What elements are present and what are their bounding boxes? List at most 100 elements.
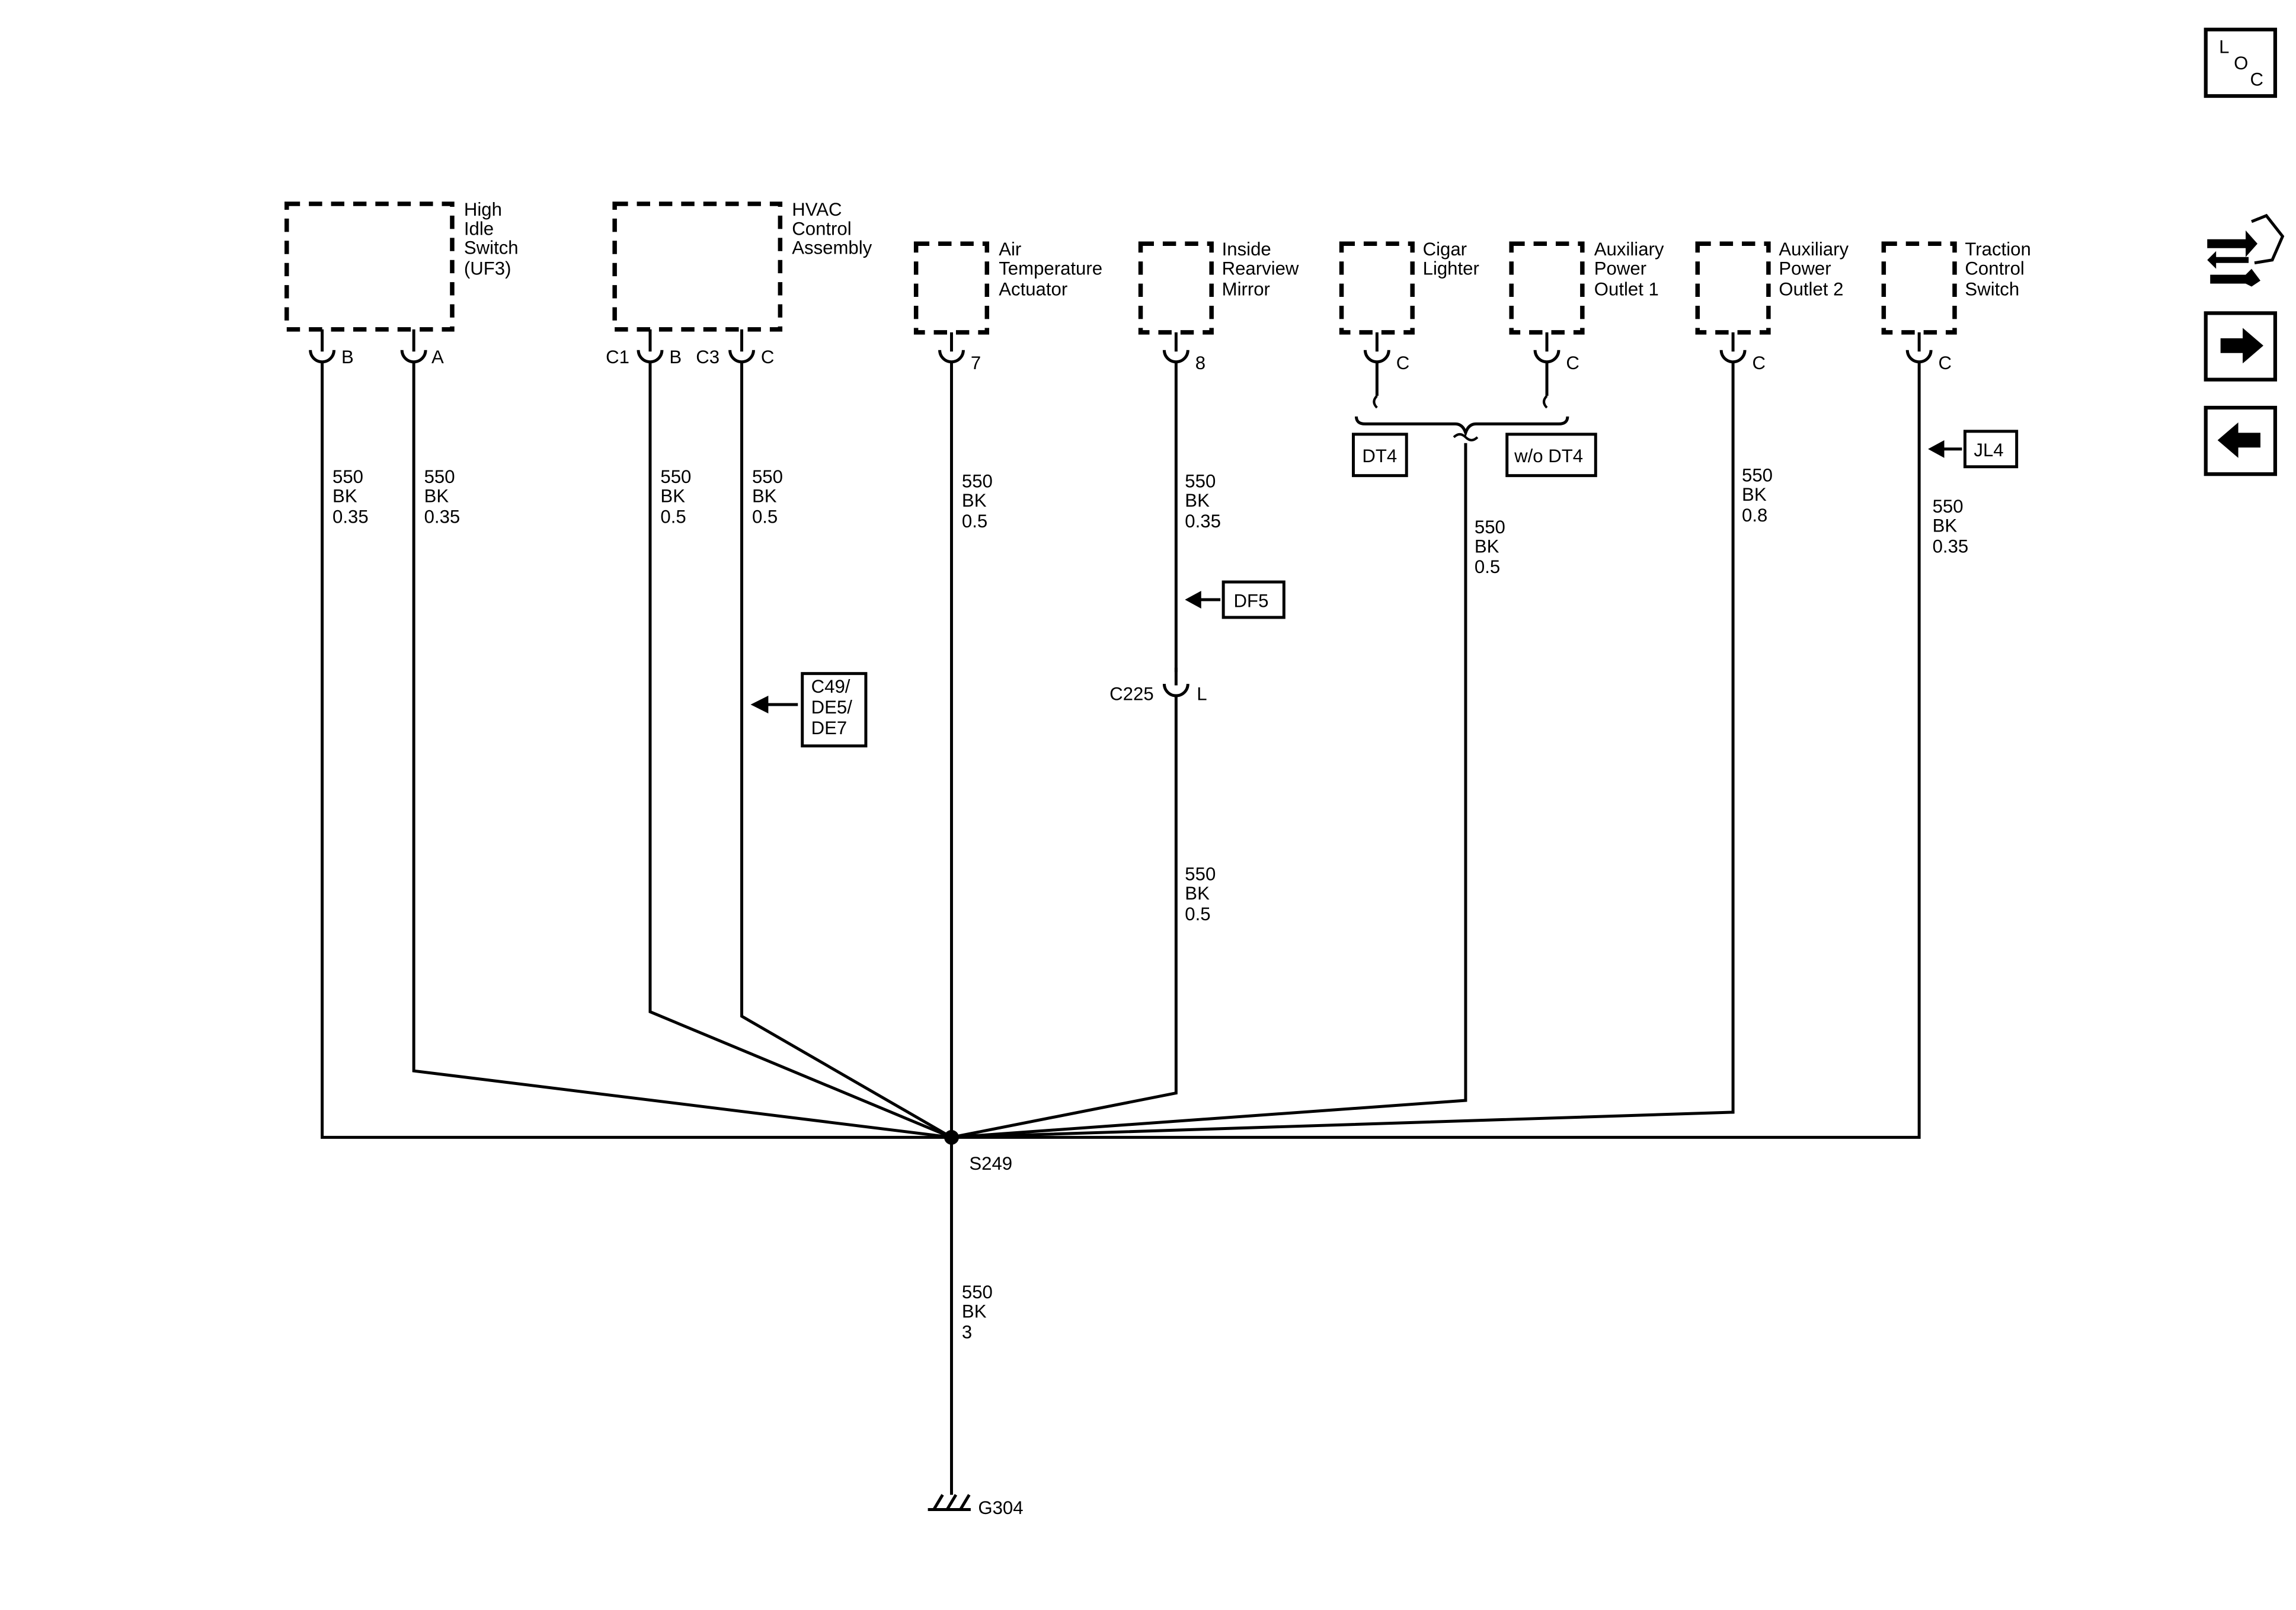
previous-page-button[interactable] — [2204, 405, 2278, 476]
wire-label-8b: BK — [1742, 484, 1767, 505]
pin-label-high-idle-b: B — [341, 347, 354, 367]
high-idle-switch-label-1: High — [464, 199, 502, 220]
pin-label-mirror: 8 — [1195, 353, 1205, 373]
traction-label-1: Traction — [1965, 239, 2030, 260]
wire-label-6f: 0.5 — [1185, 904, 1210, 924]
option-c49-de5-de7[interactable]: C49/ DE5/ DE7 — [801, 672, 868, 748]
wire-label-8a: 550 — [1742, 465, 1773, 486]
ground-g304-label: G304 — [978, 1497, 1023, 1518]
pin-label-hvac-c1: C1 — [606, 347, 629, 367]
ground-icon — [928, 1494, 971, 1511]
connector-wrench-icon[interactable] — [2207, 213, 2285, 287]
wire-label-4c: 0.5 — [752, 506, 778, 527]
option-jl4[interactable]: JL4 — [1963, 430, 2019, 469]
hvac-control-assembly-box[interactable] — [612, 201, 783, 332]
cigar-lighter-box[interactable] — [1339, 241, 1415, 335]
mirror-label-1: Inside — [1222, 239, 1271, 260]
option-c49-label-2: DE5/ — [811, 697, 853, 718]
hvac-label-3: Assembly — [792, 238, 872, 258]
high-idle-switch-label-3: Switch — [464, 238, 519, 258]
option-dt4[interactable]: DT4 — [1351, 433, 1408, 478]
loc-button[interactable]: L O C — [2204, 27, 2278, 98]
pin-hvac-b — [637, 329, 664, 364]
wire-high-idle-a — [412, 361, 952, 1139]
wire-label-7c: 0.5 — [1475, 556, 1500, 577]
splice-s249-dot[interactable] — [944, 1129, 959, 1145]
pin-label-hvac-c: C — [761, 347, 774, 367]
wire-label-4b: BK — [752, 486, 777, 507]
pin-air-temp-7 — [938, 332, 965, 364]
wire-label-2a: 550 — [424, 466, 455, 487]
auxiliary-power-outlet-2-box[interactable] — [1695, 241, 1771, 335]
wire-label-1c: 0.35 — [332, 506, 369, 527]
arrow-left-icon — [1185, 591, 1221, 609]
pin-aux1-c — [1533, 332, 1560, 364]
aux1-label-2: Power — [1594, 258, 1646, 279]
traction-control-switch-box[interactable] — [1881, 241, 1957, 335]
inside-rearview-mirror-box[interactable] — [1138, 241, 1214, 335]
wire-label-5c: 0.5 — [962, 511, 987, 532]
wire-hvac-b — [648, 361, 952, 1139]
air-temperature-actuator-box[interactable] — [913, 241, 990, 335]
loc-letter-o: O — [2234, 53, 2248, 73]
wire-label-3c: 0.5 — [660, 506, 686, 527]
loc-letter-l: L — [2219, 37, 2229, 57]
wire-label-6c: 0.35 — [1185, 511, 1221, 532]
splice-s249-label: S249 — [969, 1153, 1012, 1174]
wire-label-4a: 550 — [752, 466, 783, 487]
wire-label-3b: BK — [660, 486, 685, 507]
wire-label-7b: BK — [1475, 536, 1499, 556]
pin-high-idle-b — [309, 329, 336, 364]
wire-label-2b: BK — [424, 486, 449, 507]
next-page-button[interactable] — [2204, 311, 2278, 382]
wire-label-ground-b: BK — [962, 1301, 987, 1321]
wire-outer-bus — [321, 361, 1921, 1139]
air-temp-label-1: Air — [999, 239, 1021, 260]
air-temp-label-2: Temperature — [999, 258, 1102, 279]
option-wo-dt4[interactable]: w/o DT4 — [1505, 433, 1597, 478]
traction-label-2: Control — [1965, 258, 2024, 279]
wire-label-6e: BK — [1185, 883, 1210, 904]
wire-label-5a: 550 — [962, 471, 993, 492]
wire-label-9a: 550 — [1933, 496, 1964, 517]
wire-label-3a: 550 — [660, 466, 691, 487]
inline-connector-c225[interactable] — [1162, 667, 1189, 697]
wire-label-1a: 550 — [332, 466, 363, 487]
pin-label-air-temp: 7 — [971, 353, 981, 373]
wire-label-9b: BK — [1933, 515, 1958, 536]
wire-label-8c: 0.8 — [1742, 505, 1767, 526]
aux2-label-1: Auxiliary — [1779, 239, 1849, 260]
wire-label-1b: BK — [332, 486, 357, 507]
traction-label-3: Switch — [1965, 279, 2019, 300]
auxiliary-power-outlet-1-box[interactable] — [1509, 241, 1585, 335]
wire-label-ground-a: 550 — [962, 1282, 993, 1302]
pin-high-idle-a — [400, 329, 427, 364]
cigar-label-2: Lighter — [1423, 258, 1479, 279]
hvac-label-1: HVAC — [792, 199, 842, 220]
pin-label-aux1: C — [1566, 353, 1579, 373]
wire-label-2c: 0.35 — [424, 506, 461, 527]
connector-c225-pin: L — [1197, 684, 1207, 705]
pin-label-hvac-b: B — [669, 347, 682, 367]
arrow-left-icon — [1928, 440, 1962, 458]
wires — [321, 361, 1921, 1495]
wire-label-9c: 0.35 — [1933, 536, 1969, 556]
mirror-label-3: Mirror — [1222, 279, 1270, 300]
option-df5[interactable]: DF5 — [1221, 580, 1285, 619]
option-c49-label-3: DE7 — [811, 718, 848, 738]
wire-label-7a: 550 — [1475, 517, 1505, 537]
pin-hvac-c — [728, 329, 755, 364]
aux1-label-3: Outlet 1 — [1594, 279, 1659, 300]
pin-mirror-8 — [1162, 332, 1189, 364]
air-temp-label-3: Actuator — [999, 279, 1067, 300]
wire-mirror-lower — [951, 697, 1178, 1139]
pin-label-aux2: C — [1752, 353, 1766, 373]
high-idle-switch-label-2: Idle — [464, 218, 494, 239]
high-idle-switch-label-4: (UF3) — [464, 258, 511, 279]
wire-label-6a: 550 — [1185, 471, 1216, 492]
aux2-label-2: Power — [1779, 258, 1831, 279]
mirror-label-2: Rearview — [1222, 258, 1299, 279]
high-idle-switch-box[interactable] — [284, 201, 455, 332]
arrow-left-icon — [750, 696, 798, 713]
